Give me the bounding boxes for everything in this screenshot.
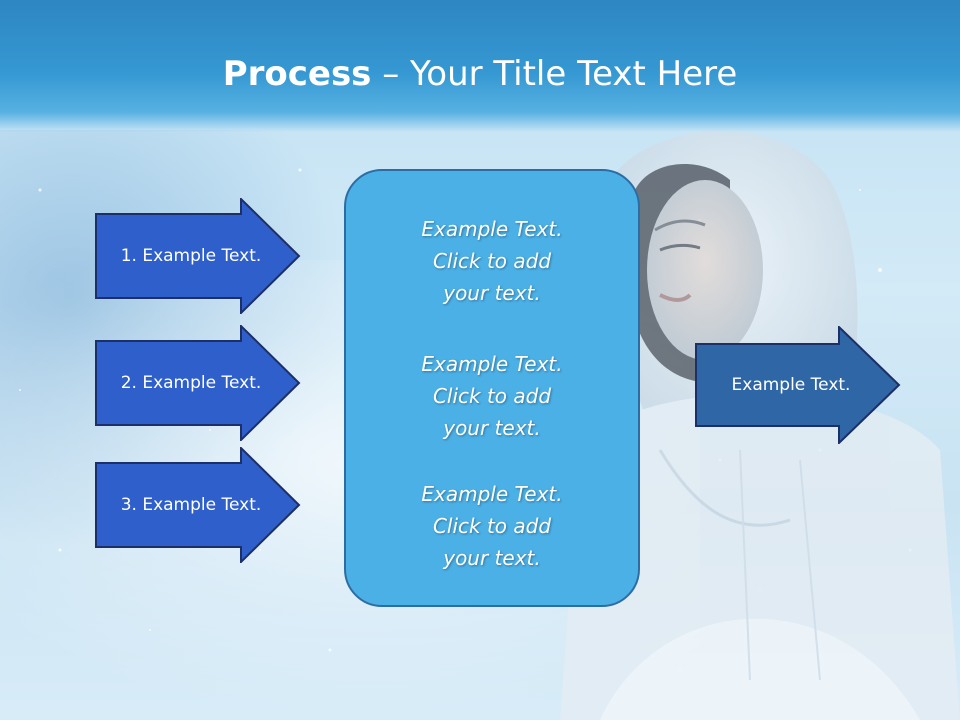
left-arrow-2[interactable]: 2. Example Text. (95, 325, 301, 441)
left-arrow-label: 2. Example Text. (120, 373, 262, 393)
right-arrow[interactable]: Example Text. (695, 326, 901, 444)
right-arrow-label: Example Text. (731, 375, 851, 395)
arrow-right-icon (95, 198, 301, 314)
text-line: Click to add (432, 249, 552, 273)
text-line: Example Text. (421, 217, 563, 241)
woman-photo (560, 131, 960, 720)
text-line: Click to add (432, 514, 552, 538)
left-arrow-1[interactable]: 1. Example Text. (95, 198, 301, 314)
text-block-3: Example Text. Click to add your text. (346, 478, 638, 574)
text-line: Example Text. (421, 352, 563, 376)
arrow-right-icon (95, 447, 301, 563)
text-block-2: Example Text. Click to add your text. (346, 348, 638, 444)
center-text-box[interactable]: Example Text. Click to add your text. Ex… (344, 169, 640, 607)
page-title: Process – Your Title Text Here (0, 52, 960, 96)
left-arrow-label: 1. Example Text. (120, 246, 262, 266)
arrow-right-icon (95, 325, 301, 441)
text-line: your text. (443, 546, 541, 570)
title-rest: – Your Title Text Here (371, 54, 738, 94)
title-bar (0, 0, 960, 132)
text-block-1: Example Text. Click to add your text. (346, 213, 638, 309)
text-line: your text. (443, 416, 541, 440)
left-arrow-3[interactable]: 3. Example Text. (95, 447, 301, 563)
title-bold: Process (222, 54, 372, 94)
text-line: Example Text. (421, 482, 563, 506)
arrow-right-icon (695, 326, 901, 444)
text-line: your text. (443, 281, 541, 305)
left-arrow-label: 3. Example Text. (120, 495, 262, 515)
text-line: Click to add (432, 384, 552, 408)
